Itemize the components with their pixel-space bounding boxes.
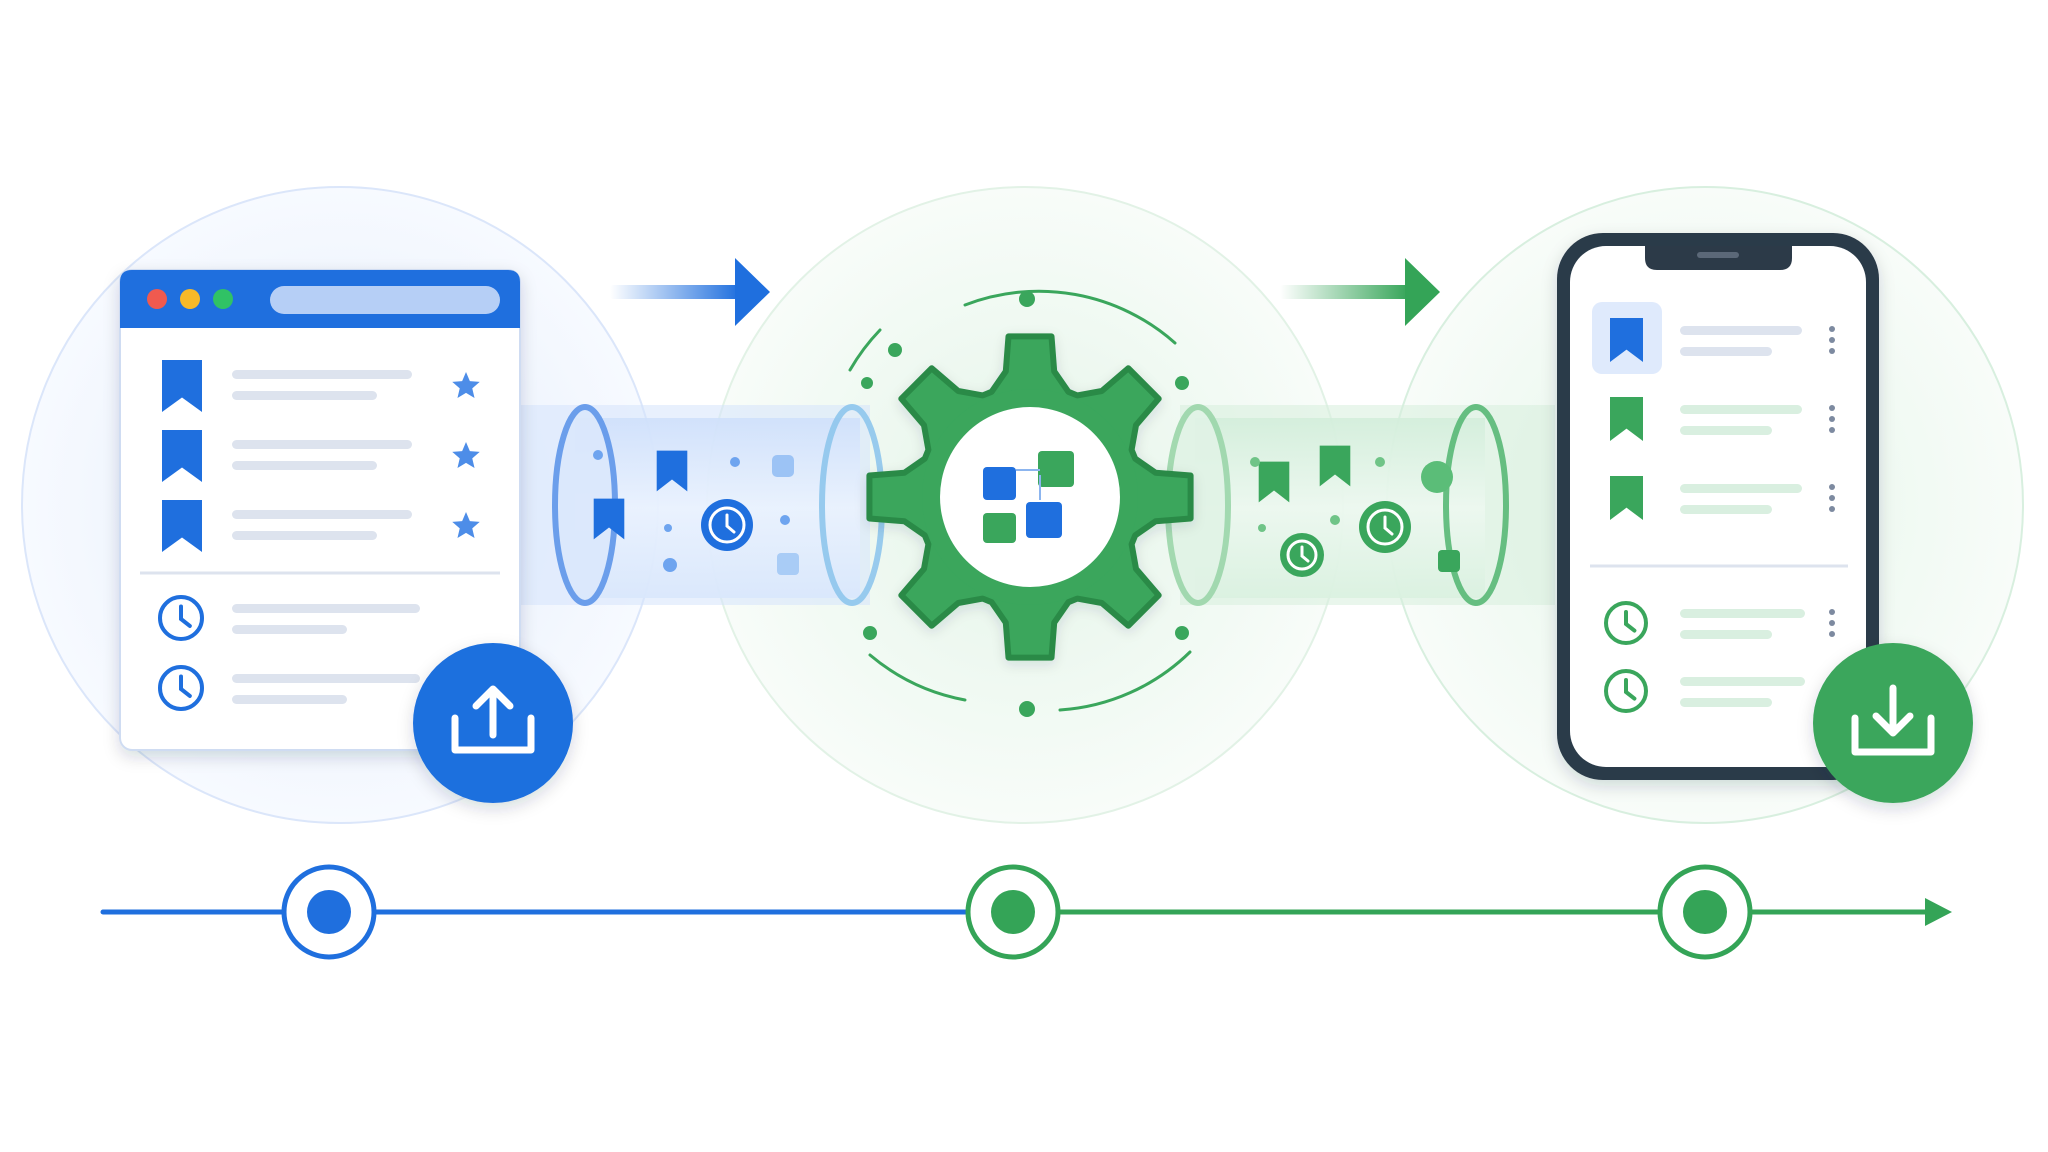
phone-bookmark-list: [1592, 302, 1835, 520]
browser-bookmark-list: [162, 360, 480, 552]
text-placeholder: [232, 391, 377, 400]
text-placeholder: [1680, 698, 1772, 707]
text-placeholder: [232, 370, 412, 379]
text-placeholder: [232, 531, 377, 540]
list-item[interactable]: [162, 500, 480, 552]
data-pipe-blue: [520, 404, 885, 606]
text-placeholder: [232, 440, 412, 449]
clock-icon: [1359, 501, 1411, 553]
list-item[interactable]: [1592, 302, 1835, 374]
data-particle: [1250, 457, 1260, 467]
clock-icon: [1604, 669, 1648, 713]
data-particle: [772, 455, 794, 477]
window-maximize-dot[interactable]: [213, 289, 233, 309]
text-placeholder: [1680, 347, 1772, 356]
data-particle: [663, 558, 677, 572]
list-item[interactable]: [1610, 476, 1835, 520]
text-placeholder: [232, 604, 420, 613]
text-placeholder: [232, 510, 412, 519]
list-item[interactable]: [162, 430, 480, 482]
timeline-marker-source[interactable]: [281, 864, 377, 960]
browser-chrome: [120, 270, 520, 328]
text-placeholder: [232, 625, 347, 634]
window-close-dot[interactable]: [147, 289, 167, 309]
clock-icon: [701, 499, 753, 551]
data-particle: [664, 524, 672, 532]
timeline-marker-processing[interactable]: [965, 864, 1061, 960]
more-vertical-icon[interactable]: [1829, 326, 1835, 354]
bookmark-icon: [162, 500, 202, 552]
data-particle: [730, 457, 740, 467]
data-pipe-green: [1165, 404, 1555, 606]
timeline: [100, 864, 1952, 960]
data-particle: [777, 553, 799, 575]
text-placeholder: [1680, 609, 1805, 618]
bookmark-icon: [1610, 397, 1643, 441]
pipe-ring-right: [1443, 404, 1509, 606]
processing-orbit: [848, 289, 1192, 712]
timeline-arrowhead: [1925, 898, 1952, 926]
text-placeholder: [1680, 630, 1772, 639]
data-particle: [1330, 515, 1340, 525]
address-bar[interactable]: [270, 286, 500, 314]
timeline-marker-destination[interactable]: [1657, 864, 1753, 960]
data-particle: [1438, 550, 1460, 572]
text-placeholder: [1680, 426, 1772, 435]
phone-speaker: [1697, 252, 1739, 258]
bookmark-icon: [162, 360, 202, 412]
clock-icon: [158, 595, 204, 641]
text-placeholder: [232, 461, 377, 470]
gear-hub: [940, 407, 1120, 587]
flow-arrow-green: [1280, 258, 1440, 326]
orbit-dots: [861, 291, 1189, 717]
text-placeholder: [1680, 405, 1802, 414]
data-particle: [1258, 524, 1266, 532]
text-placeholder: [1680, 484, 1802, 493]
flow-arrow-blue: [610, 258, 770, 326]
clock-icon: [158, 665, 204, 711]
list-item[interactable]: [158, 595, 420, 641]
more-vertical-icon[interactable]: [1829, 405, 1835, 433]
text-placeholder: [1680, 677, 1805, 686]
clock-icon: [1604, 601, 1648, 645]
data-particle: [780, 515, 790, 525]
data-particle: [1421, 461, 1453, 493]
text-placeholder: [232, 674, 420, 683]
text-placeholder: [1680, 326, 1802, 335]
text-placeholder: [1680, 505, 1772, 514]
download-icon: [1851, 684, 1935, 756]
clock-icon: [1280, 533, 1324, 577]
window-minimize-dot[interactable]: [180, 289, 200, 309]
list-item[interactable]: [162, 360, 480, 412]
list-item[interactable]: [1604, 601, 1835, 645]
upload-icon: [451, 685, 535, 754]
bookmark-icon: [1610, 318, 1643, 362]
list-item[interactable]: [158, 665, 420, 711]
bookmark-icon: [1610, 476, 1643, 520]
more-vertical-icon[interactable]: [1829, 609, 1835, 637]
phone-history-list: [1604, 601, 1835, 713]
grid-squares-icon: [983, 451, 1074, 543]
bookmark-icon: [162, 430, 202, 482]
text-placeholder: [232, 695, 347, 704]
data-particle: [593, 450, 603, 460]
more-vertical-icon[interactable]: [1829, 484, 1835, 512]
list-item[interactable]: [1604, 669, 1835, 713]
data-particle: [1375, 457, 1385, 467]
browser-history-list: [158, 595, 420, 711]
list-item[interactable]: [1610, 397, 1835, 441]
